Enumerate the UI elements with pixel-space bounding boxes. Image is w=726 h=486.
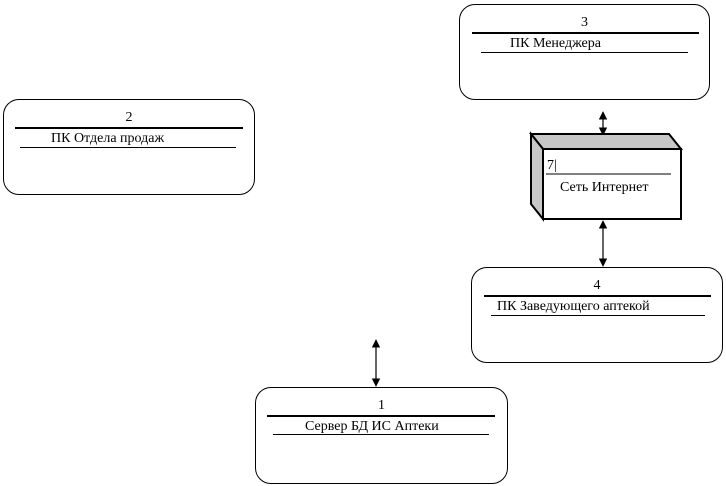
node-pc-head-pharmacist: 4 ПК Заведующего аптекой: [471, 267, 723, 363]
node-underline: [481, 52, 688, 53]
network-box-3d: [528, 131, 684, 222]
node-divider: [15, 127, 243, 129]
node-number: 3: [581, 15, 588, 30]
node-divider: [267, 415, 495, 417]
node-label: Сервер БД ИС Аптеки: [305, 419, 439, 434]
node-label: ПК Менеджера: [510, 36, 601, 51]
box-side-face: [530, 131, 544, 222]
node-underline: [20, 147, 236, 148]
box-front-face: [542, 148, 682, 220]
network-box-label: Сеть Интернет: [560, 180, 649, 195]
node-divider: [472, 32, 699, 34]
node-number: 2: [125, 110, 133, 125]
node-number: 1: [378, 398, 385, 413]
node-label: ПК Отдела продаж: [51, 131, 165, 146]
node-number: 4: [593, 278, 601, 293]
node-underline: [491, 315, 705, 316]
node-underline: [273, 434, 489, 435]
node-label: ПК Заведующего аптекой: [497, 299, 650, 314]
node-pc-sales: 2 ПК Отдела продаж: [3, 99, 255, 195]
node-pc-manager: 3 ПК Менеджера: [459, 4, 710, 100]
box-top-face: [528, 133, 684, 150]
network-box-number: 7|: [547, 158, 557, 173]
node-divider: [484, 295, 711, 297]
node-db-server: 1 Сервер БД ИС Аптеки: [255, 387, 508, 484]
